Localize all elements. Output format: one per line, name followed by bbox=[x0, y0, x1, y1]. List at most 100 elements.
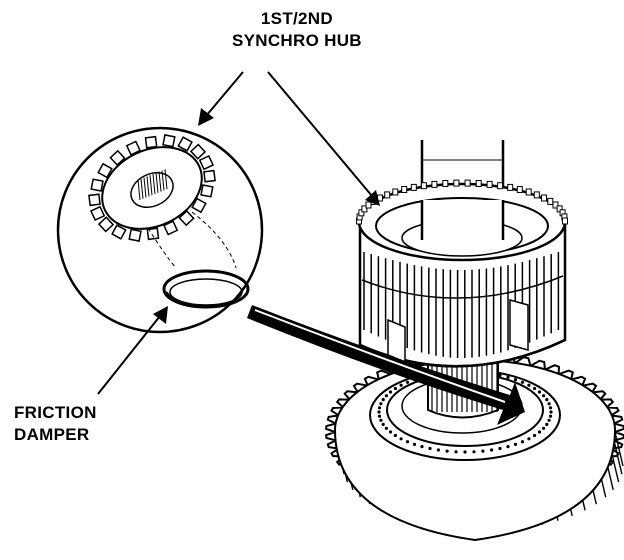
inset-hub-spline bbox=[161, 170, 165, 191]
inset-hub-spline bbox=[155, 172, 159, 193]
gear-ring-dot bbox=[428, 446, 432, 451]
detail-inset bbox=[56, 126, 264, 334]
inset-hub-spline bbox=[140, 178, 144, 199]
gear-ring-dot bbox=[548, 406, 553, 410]
gear-ring-dot bbox=[388, 430, 393, 434]
sleeve-crown-tooth bbox=[410, 183, 417, 191]
gear-ring-dot bbox=[548, 414, 553, 418]
sleeve-crown-tooth bbox=[431, 180, 438, 188]
friction-damper-label-line2: DAMPER bbox=[14, 425, 90, 444]
inset-hub-tooth bbox=[189, 143, 207, 160]
sleeve-crown-tooth bbox=[392, 188, 399, 196]
gear-ring-dot bbox=[520, 440, 525, 444]
gear-ring-dot bbox=[436, 448, 440, 452]
gear-ring-dot bbox=[384, 394, 388, 398]
inset-friction-damper bbox=[162, 269, 250, 309]
gear-ring-dot bbox=[542, 426, 546, 430]
gear-ring-dot bbox=[420, 445, 424, 449]
inset-hub-tooth bbox=[162, 134, 176, 148]
gear-ring-dot bbox=[393, 433, 397, 438]
gear-ring-dot bbox=[498, 373, 502, 378]
inset-hub-tooth bbox=[128, 228, 142, 242]
inset-hub-tooth bbox=[198, 154, 215, 171]
gear-ring-dot bbox=[377, 410, 381, 414]
position-arrow bbox=[247, 305, 525, 425]
helical-gear bbox=[325, 352, 624, 542]
gear-ring-dot bbox=[388, 390, 393, 394]
gear-ring-dot bbox=[537, 390, 542, 394]
friction-damper-label: FRICTION DAMPER bbox=[14, 402, 97, 446]
gear-ring-dot bbox=[533, 386, 537, 391]
gear-ring-dot bbox=[545, 398, 549, 402]
gear-ring-dot bbox=[384, 426, 388, 430]
inset-hub-tooth bbox=[162, 220, 179, 236]
gear-ring-dot bbox=[454, 450, 458, 454]
inset-synchro-hub bbox=[88, 134, 216, 242]
inset-hub-tooth bbox=[144, 135, 158, 149]
gear-ring-dot bbox=[412, 442, 417, 446]
synchro-hub-label: 1ST/2ND SYNCHRO HUB bbox=[232, 8, 362, 52]
gear-ring-dot bbox=[481, 449, 485, 453]
gear-ring-dot bbox=[542, 394, 546, 398]
inset-hub-splines bbox=[137, 169, 168, 201]
gear-ring-dot bbox=[547, 402, 551, 406]
gear-ring-dot bbox=[377, 414, 382, 418]
inset-hub-tooth bbox=[109, 149, 126, 167]
sleeve-crown-tooth bbox=[475, 180, 482, 187]
gear-ring-dot bbox=[445, 449, 449, 453]
sleeve-crown-tooth bbox=[562, 217, 568, 225]
sleeve-crown-tooth bbox=[361, 205, 368, 213]
sleeve-crown-tooth bbox=[464, 179, 471, 187]
gear-ring-dot bbox=[405, 380, 410, 384]
sleeve-crown-tooth bbox=[541, 194, 547, 202]
gear-ring-dot bbox=[527, 383, 531, 387]
inset-hub-spline bbox=[143, 177, 147, 198]
sleeve-crown-tooth bbox=[442, 180, 449, 187]
leader-lines bbox=[97, 71, 380, 395]
inset-hub-tooth bbox=[90, 178, 104, 192]
gear-ring-dot bbox=[405, 440, 410, 444]
inset-hub-spline bbox=[137, 179, 141, 201]
friction-damper-label-line1: FRICTION bbox=[14, 403, 97, 422]
gear-ring-dot bbox=[381, 398, 385, 402]
sleeve-crown-tooth bbox=[420, 182, 427, 190]
inset-hub-tooth bbox=[89, 205, 106, 222]
gear-ring-dot bbox=[527, 437, 531, 441]
sleeve-crown-tooth bbox=[453, 179, 460, 187]
inset-hub-spline bbox=[152, 173, 156, 195]
gear-helix-line bbox=[613, 439, 623, 475]
gear-ring-dot bbox=[377, 406, 382, 410]
synchro-hub-label-line2: SYNCHRO HUB bbox=[232, 31, 362, 50]
sleeve-crown-tooth bbox=[384, 191, 391, 199]
inset-hub-tooth bbox=[177, 136, 193, 152]
inset-hub-tooth bbox=[125, 140, 142, 156]
sleeve-crown-tooth bbox=[547, 197, 554, 205]
sleeve-crown-tooth bbox=[486, 180, 493, 188]
gear-ring-dot bbox=[381, 422, 385, 426]
gear-ring-dot bbox=[379, 418, 383, 422]
inset-hub-spline bbox=[158, 171, 162, 192]
inset-hub-tooth bbox=[97, 162, 113, 179]
gear-ring-dot bbox=[520, 380, 525, 384]
gear-ring-dot bbox=[490, 448, 494, 452]
gear-ring-dot bbox=[472, 450, 476, 454]
gear-ring-dot bbox=[463, 450, 467, 454]
sleeve-crown-tooth bbox=[497, 182, 504, 190]
inset-hub-tooth bbox=[178, 209, 195, 227]
sleeve-crown-tooth bbox=[533, 191, 540, 199]
inset-hub-tooth bbox=[111, 224, 127, 240]
inset-hub-tooth bbox=[191, 197, 207, 214]
gear-ring-dot bbox=[393, 386, 397, 391]
gear-ring-dot bbox=[399, 383, 403, 387]
gear-ring-dot bbox=[399, 437, 403, 441]
gear-ring-dot bbox=[547, 418, 551, 422]
inset-hub-spline bbox=[146, 176, 150, 197]
gear-ring-dot bbox=[379, 402, 383, 406]
sleeve-crown-tooth bbox=[365, 201, 372, 209]
sleeve-crown-tooth bbox=[507, 183, 514, 191]
inset-hub-spline bbox=[164, 169, 168, 190]
gear-helix-line bbox=[614, 431, 624, 467]
gear-ring-dot bbox=[506, 445, 510, 449]
inset-hub-tooth bbox=[200, 184, 214, 198]
